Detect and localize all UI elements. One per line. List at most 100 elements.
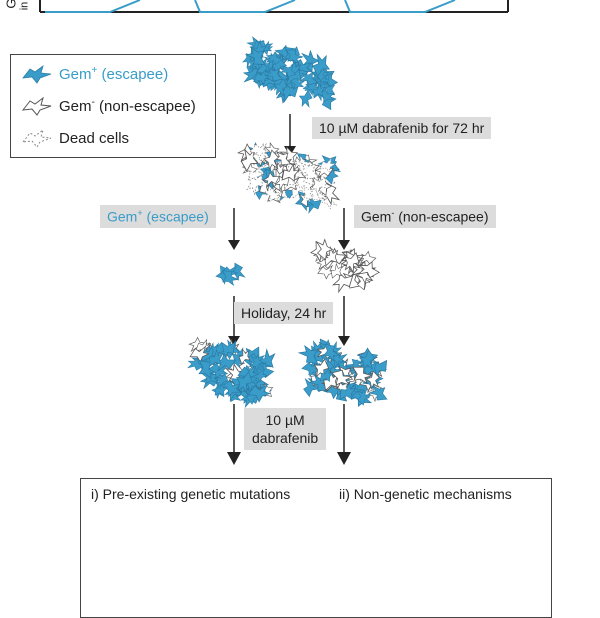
dead-cell (307, 170, 322, 188)
top-axis-graphic (39, 0, 509, 13)
escapee-cell (226, 389, 244, 403)
escapee-cell (355, 379, 373, 395)
escapee-cell (280, 47, 300, 62)
escapee-cell (196, 348, 214, 362)
escapee-cell (251, 56, 264, 72)
non-escapee-cell (274, 175, 290, 191)
escapee-cell (319, 367, 334, 383)
escapee-cell (306, 344, 325, 366)
escapee-cell (252, 385, 268, 401)
escapee-cell (364, 358, 378, 377)
escapee-cell (244, 46, 266, 65)
non-escapee-cell (340, 247, 363, 265)
non-escapee-cell (256, 169, 272, 189)
escapee-cell (215, 372, 229, 390)
dead-cell (298, 165, 318, 187)
non-escapee-cell (339, 250, 352, 269)
arrow-non-escapee-branch (338, 208, 350, 250)
cell-cluster-escapees (215, 262, 246, 286)
escapee-cell (261, 168, 282, 191)
escapee-cell (306, 374, 330, 393)
escapee-cell (209, 348, 224, 367)
escapee-cell (259, 166, 281, 181)
escapee-cell (359, 358, 381, 375)
non-escapee-cell (238, 354, 255, 375)
dead-cell (252, 142, 270, 166)
dead-cell (247, 165, 265, 183)
escapee-cell (213, 353, 237, 372)
non-escapee-cell (273, 151, 287, 167)
escapee-cell (252, 73, 266, 90)
escapee-cell (199, 372, 220, 390)
escapee-cell (315, 338, 335, 360)
legend: Gem+ (escapee) Gem- (non-escapee) Dead c… (10, 54, 216, 158)
non-escapee-cell (323, 347, 343, 365)
non-escapee-cell (316, 344, 335, 359)
non-escapee-cell (273, 152, 293, 174)
escapee-cell (253, 382, 272, 397)
escapee-cell (263, 76, 284, 92)
non-escapee-cell (321, 372, 344, 393)
non-escapee-cell (299, 154, 318, 168)
escapee-cell (261, 65, 279, 82)
non-escapee-cell (357, 270, 373, 290)
escapee-cell (290, 59, 314, 77)
dead-cell (291, 181, 305, 199)
escapee-cell (238, 389, 258, 404)
escapee-cell (314, 67, 328, 84)
escapee-cell (201, 342, 221, 363)
escapee-cell (230, 353, 246, 369)
escapee-cell (319, 358, 334, 378)
cell-cluster-holiday-left (187, 336, 276, 409)
escapee-cell (335, 371, 352, 384)
escapee-cell (247, 383, 271, 403)
dead-cell (298, 185, 314, 200)
arrow-treatment2-right (337, 404, 351, 465)
escapee-cell (309, 70, 324, 88)
non-escapee-cell (224, 362, 246, 386)
escapee-cell (334, 361, 352, 374)
non-escapee-cell (258, 174, 275, 196)
escapee-cell (253, 365, 267, 384)
escapee-cell (263, 52, 281, 72)
escapee-cell (312, 82, 327, 102)
escapee-cell (256, 169, 272, 188)
dead-cell (310, 177, 326, 196)
escapee-cell (283, 46, 303, 65)
escapee-cell (203, 342, 224, 361)
escapee-cell (287, 46, 300, 64)
escapee-cell (352, 360, 376, 379)
non-escapee-cell (310, 366, 325, 387)
escapee-cell (242, 349, 257, 366)
non-escapee-cell (368, 385, 382, 403)
non-escapee-cell (224, 368, 242, 385)
escapee-cell (330, 350, 345, 366)
escapee-cell (322, 355, 341, 379)
non-escapee-cell (309, 174, 327, 197)
arrow-treatment2-left (227, 404, 241, 465)
non-escapee-cell (240, 148, 259, 172)
escapee-cell (272, 55, 287, 71)
escapee-cell (230, 372, 247, 394)
escapee-cell (333, 378, 350, 396)
escapee-cell (308, 374, 329, 391)
escapee-cell (277, 82, 299, 104)
escapee-cell (263, 57, 276, 74)
non-escapee-cell (278, 145, 299, 166)
escapee-cell (200, 368, 222, 385)
escapee-cell (340, 384, 362, 400)
non-escapee-cell (273, 177, 290, 199)
dead-cell (247, 162, 267, 178)
escapee-cell (201, 347, 218, 369)
escapee-cell (303, 377, 319, 398)
escapee-cell (222, 270, 240, 286)
escapee-cell (329, 382, 349, 402)
escapee-cell (224, 383, 244, 402)
non-escapee-cell (338, 272, 361, 289)
escapee-cell (270, 74, 290, 91)
escapee-cell (320, 81, 336, 96)
non-escapee-cell (271, 152, 288, 171)
legend-item-dead: Dead cells (21, 127, 129, 149)
cell-cluster-non-escapees (310, 238, 381, 294)
escapee-cell (242, 372, 260, 393)
